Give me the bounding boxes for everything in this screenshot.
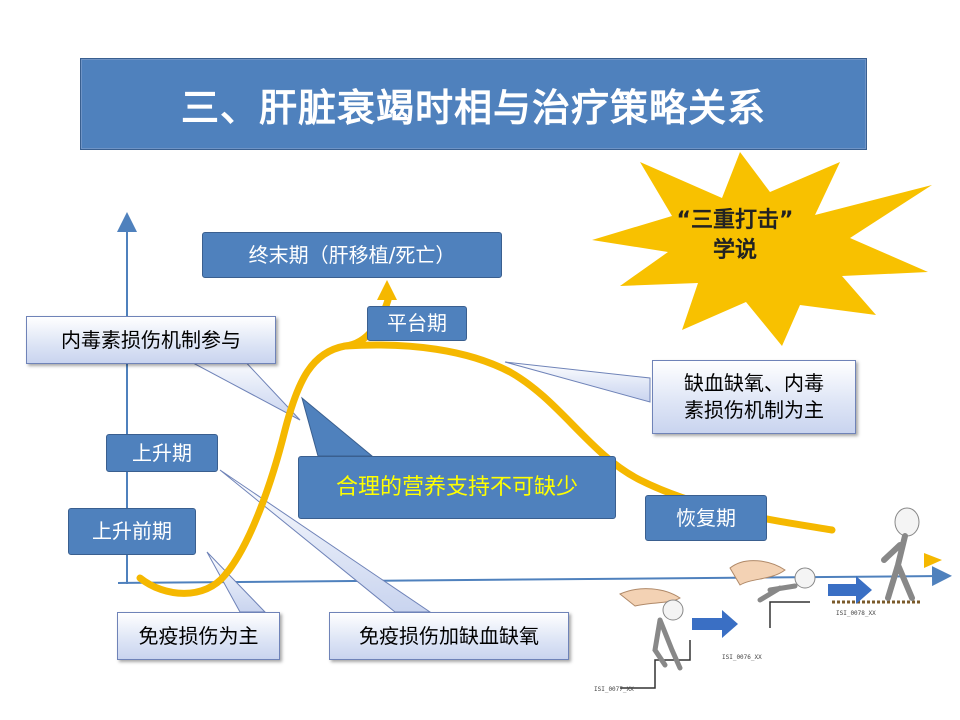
- callout-immune: 免疫损伤为主: [117, 612, 280, 660]
- curve-end-fragment: [924, 553, 942, 568]
- star-burst: [592, 152, 932, 346]
- star-text-line1: “三重打击”: [676, 208, 794, 233]
- image-code-3: ISI_0078_XX: [836, 610, 876, 617]
- callout-ischemia: 缺血缺氧、内毒 素损伤机制为主: [652, 360, 856, 434]
- x-axis: [117, 566, 952, 587]
- callout-ischemia-line2: 素损伤机制为主: [684, 398, 824, 422]
- image-code-2: ISI_0076_XX: [722, 654, 762, 661]
- climbing-figures-illustration: [619, 507, 920, 689]
- image-code-1: ISI_0077_XX: [594, 686, 634, 693]
- stage-end: 终末期（肝移植/死亡）: [202, 232, 502, 278]
- pointer-center-box: [301, 396, 374, 457]
- curve-arrowhead: [377, 280, 397, 300]
- pointer-endotoxin: [179, 355, 301, 421]
- callout-immune-ischemia: 免疫损伤加缺血缺氧: [329, 612, 569, 660]
- stage-rising: 上升期: [106, 434, 218, 472]
- star-text: “三重打击” 学说: [650, 206, 820, 265]
- star-text-line2: 学说: [712, 237, 757, 263]
- pointer-ischemia: [504, 361, 651, 403]
- page-title: 三、肝脏衰竭时相与治疗策略关系: [80, 58, 867, 150]
- callout-endotoxin: 内毒素损伤机制参与: [26, 316, 276, 364]
- stage-pre-rising: 上升前期: [68, 508, 196, 555]
- stage-recovery: 恢复期: [645, 495, 767, 541]
- callout-ischemia-line1: 缺血缺氧、内毒: [684, 371, 824, 395]
- stage-plateau: 平台期: [367, 306, 467, 341]
- nutrition-support-box: 合理的营养支持不可缺少: [298, 456, 616, 519]
